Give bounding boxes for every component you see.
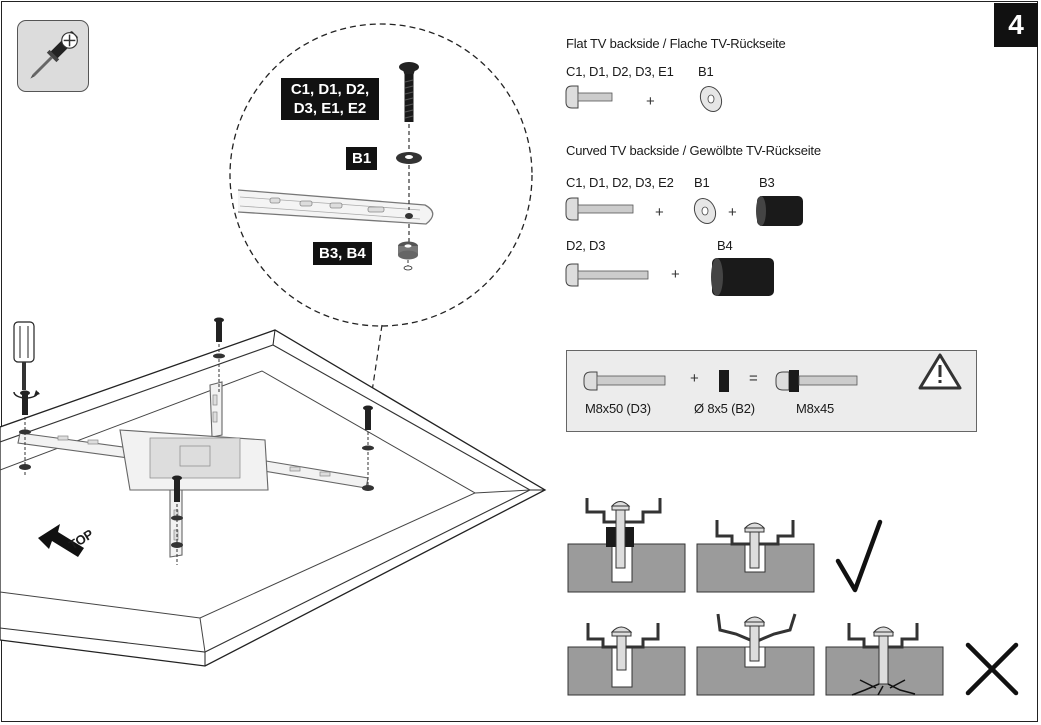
warning-screw-label: M8x50 (D3) xyxy=(585,401,651,416)
scenario-wrong-bent xyxy=(696,613,815,696)
screw-callout: C1, D1, D2, D3, E1, E2 xyxy=(281,78,379,120)
flat-screw-label: C1, D1, D2, D3, E1 xyxy=(566,64,674,79)
flat-screw-icon xyxy=(565,85,613,109)
washer-callout: B1 xyxy=(346,147,378,170)
curved-screw-icon xyxy=(565,197,634,221)
curved-spacer-b3-label: B3 xyxy=(759,175,775,190)
warning-spacer-label: Ø 8x5 (B2) xyxy=(694,401,755,416)
flat-washer-icon xyxy=(699,85,723,113)
curved-spacer-b4-label: B4 xyxy=(717,238,733,253)
top-arrow-icon xyxy=(38,524,84,557)
warning-plus: + xyxy=(690,370,699,387)
scenario-correct-flat xyxy=(696,520,815,593)
warning-equals: = xyxy=(749,370,758,387)
curved-washer-icon xyxy=(693,197,717,225)
warning-box: + = M8x50 (D3) Ø 8x5 (B2) M8x45 xyxy=(566,350,977,432)
curved-plus-2: + xyxy=(728,204,737,221)
flat-washer-label: B1 xyxy=(698,64,714,79)
curved-plus-1: + xyxy=(655,204,664,221)
curved-long-screw-label: D2, D3 xyxy=(566,238,606,253)
warning-triangle-icon xyxy=(918,353,962,390)
flat-plus: + xyxy=(646,93,655,110)
screwdriver-phillips-icon xyxy=(17,20,89,92)
screw-detail xyxy=(399,62,419,122)
scenario-wrong-cracked xyxy=(825,623,944,696)
curved-screw-label: C1, D1, D2, D3, E2 xyxy=(566,175,674,190)
flat-heading: Flat TV backside / Flache TV-Rückseite xyxy=(566,36,786,51)
curved-heading: Curved TV backside / Gewölbte TV-Rücksei… xyxy=(566,143,821,158)
spacer-b4-icon xyxy=(711,258,774,296)
spacer-b3-icon xyxy=(756,196,803,226)
spacer-callout: B3, B4 xyxy=(313,242,372,265)
scenario-correct-spacer xyxy=(567,498,686,593)
checkmark-icon xyxy=(835,519,883,593)
cross-icon xyxy=(965,642,1019,696)
warning-result-label: M8x45 xyxy=(796,401,835,416)
long-screw-icon xyxy=(565,263,649,287)
curved-washer-label: B1 xyxy=(694,175,710,190)
scenario-wrong-deep xyxy=(567,623,686,696)
curved-plus-3: + xyxy=(671,266,680,283)
step-number: 4 xyxy=(994,3,1038,47)
screwdriver-tool xyxy=(13,321,40,399)
